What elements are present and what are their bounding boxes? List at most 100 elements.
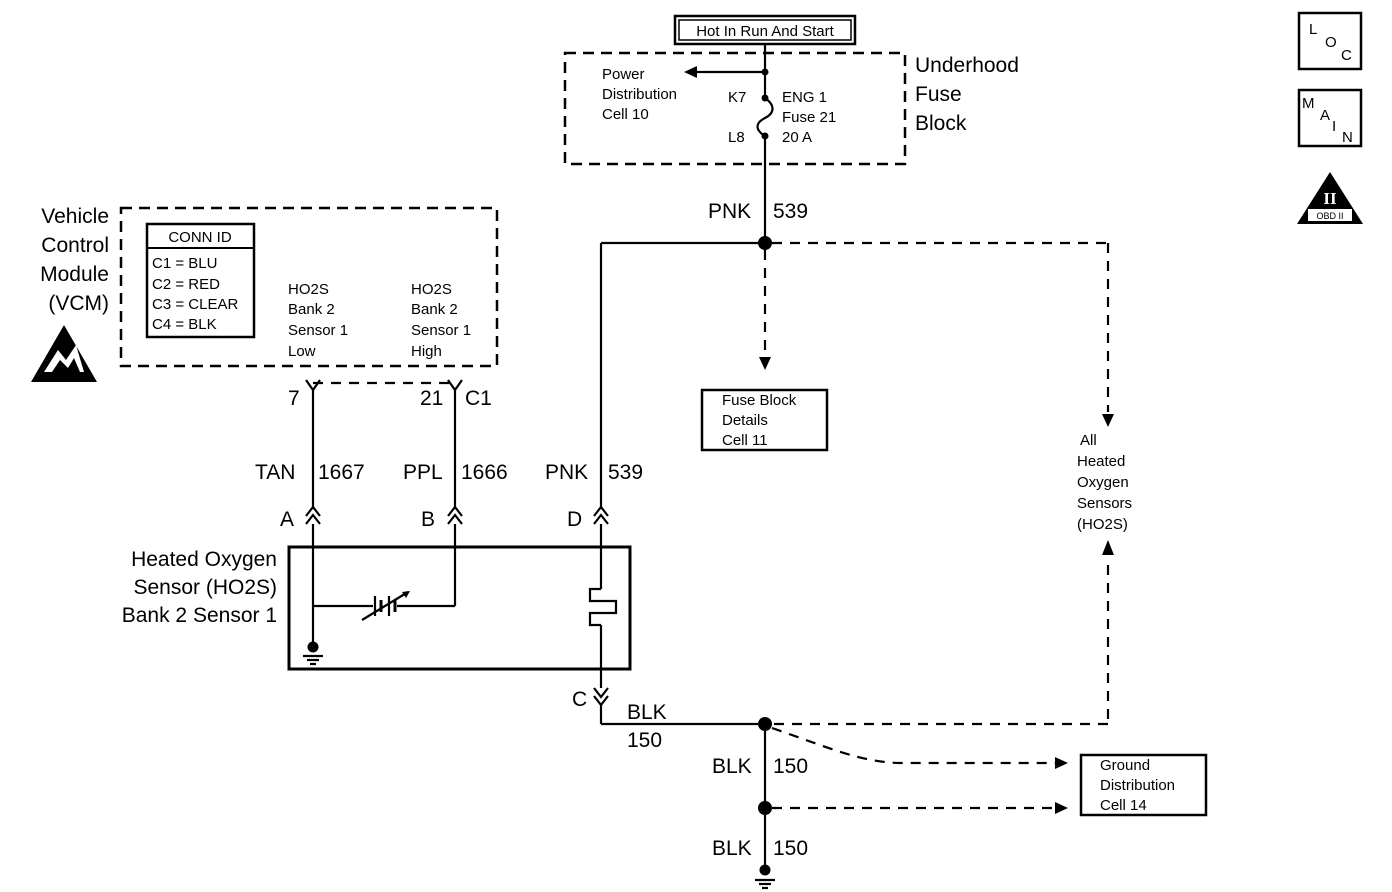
svg-text:A: A — [1320, 107, 1330, 124]
fuse-line-3: 20 A — [782, 129, 812, 146]
fuse-block-title-3: Block — [915, 112, 967, 135]
sensor-title-3: Bank 2 Sensor 1 — [122, 604, 277, 627]
sensor-pin-c: C — [572, 688, 587, 711]
feed-wire — [756, 44, 774, 243]
conn-id-row-3: C3 = CLEAR — [152, 296, 238, 313]
fuse-line-2: Fuse 21 — [782, 109, 836, 126]
fuse-details-arrow-icon — [759, 357, 771, 370]
power-dist-line-2: Distribution — [602, 86, 677, 103]
conn-id-row-1: C1 = BLU — [152, 255, 217, 272]
fuse-line-1: ENG 1 — [782, 89, 827, 106]
vcm-high-line-3: Sensor 1 — [411, 322, 471, 339]
heater-element-icon — [588, 587, 618, 627]
sensor-pin-b: B — [421, 508, 435, 531]
vcm-low-line-3: Sensor 1 — [288, 322, 348, 339]
wire-blk-a-color: BLK — [627, 701, 667, 724]
conn-id-header: CONN ID — [168, 229, 232, 246]
svg-text:II: II — [1323, 189, 1337, 208]
all-ho2s-line-3: Oxygen — [1077, 474, 1129, 491]
ho2s-sensor: Heated Oxygen Sensor (HO2S) Bank 2 Senso… — [122, 524, 632, 688]
variable-sensor-element-icon — [361, 591, 410, 621]
vcm-module: Vehicle Control Module (VCM) CONN ID C1 … — [40, 205, 499, 368]
all-ho2s-line-4: Sensors — [1077, 495, 1132, 512]
fuse-symbol-icon — [756, 97, 774, 137]
wire-pnk-mid-circuit: 539 — [608, 461, 643, 484]
sensor-title-1: Heated Oxygen — [131, 548, 277, 571]
wire-tan-color: TAN — [255, 461, 295, 484]
underhood-fuse-block: Underhood Fuse Block Power Distribution … — [563, 51, 1019, 166]
power-dist-line-1: Power — [602, 66, 645, 83]
vcm-connector-c1: 7 21 C1 — [288, 379, 492, 410]
all-ho2s-line-5: (HO2S) — [1077, 516, 1128, 533]
vcm-title-1: Vehicle — [41, 205, 109, 228]
all-ho2s-arrow-up-icon — [1102, 540, 1114, 555]
fuse-block-details-ref: Fuse Block Details Cell 11 — [700, 388, 829, 452]
wire-pnk-mid-color: PNK — [545, 461, 588, 484]
svg-text:OBD II: OBD II — [1316, 211, 1343, 221]
vcm-high-line-1: HO2S — [411, 281, 452, 298]
splice-top — [758, 236, 772, 250]
all-ho2s-arrow-down-icon — [1102, 414, 1114, 427]
wire-pnk-top-circuit: 539 — [773, 200, 808, 223]
svg-text:M: M — [1302, 95, 1315, 112]
fuse-details-line-2: Details — [722, 412, 768, 429]
loc-icon[interactable]: L O C — [1297, 11, 1363, 71]
vcm-high-line-2: Bank 2 — [411, 301, 458, 318]
fuse-block-title-2: Fuse — [915, 83, 962, 106]
vcm-connector-label: C1 — [465, 387, 492, 410]
fuse-pin-l8: L8 — [728, 129, 745, 146]
vcm-title-3: Module — [40, 263, 109, 286]
wire-ppl-color: PPL — [403, 461, 443, 484]
fuse-details-line-1: Fuse Block — [722, 392, 797, 409]
conn-id-row-4: C4 = BLK — [152, 316, 217, 333]
vcm-pin-7: 7 — [288, 387, 300, 410]
vcm-high-line-4: High — [411, 343, 442, 360]
wire-blk-a-circuit: 150 — [627, 729, 662, 752]
power-dist-arrow-icon — [684, 66, 697, 78]
vcm-low-line-2: Bank 2 — [288, 301, 335, 318]
all-ho2s-line-2: Heated — [1077, 453, 1125, 470]
fuse-details-line-3: Cell 11 — [722, 432, 768, 449]
vcm-low-line-1: HO2S — [288, 281, 329, 298]
power-dist-line-3: Cell 10 — [602, 106, 649, 123]
vcm-title-4: (VCM) — [48, 292, 109, 315]
sensor-ground-icon — [303, 654, 323, 666]
power-source-box: Hot In Run And Start — [673, 14, 857, 46]
conn-id-row-2: C2 = RED — [152, 276, 220, 293]
wire-pnk-top-color: PNK — [708, 200, 751, 223]
sensor-pin-a: A — [280, 508, 294, 531]
ground-distribution-ref: Ground Distribution Cell 14 — [1079, 753, 1208, 817]
sensor-pin-d: D — [567, 508, 582, 531]
all-ho2s-ref: All Heated Oxygen Sensors (HO2S) — [772, 432, 1132, 726]
vcm-pin-21: 21 — [420, 387, 443, 410]
svg-text:O: O — [1325, 34, 1337, 51]
obd-ii-icon[interactable]: II OBD II — [1297, 172, 1363, 224]
svg-text:I: I — [1332, 118, 1336, 135]
main-icon[interactable]: M A I N — [1297, 88, 1363, 148]
wire-blk-c-color: BLK — [712, 837, 752, 860]
ground-dist-line-2: Distribution — [1100, 777, 1175, 794]
sensor-title-2: Sensor (HO2S) — [133, 576, 277, 599]
wire-blk-c-circuit: 150 — [773, 837, 808, 860]
wire-tan-circuit: 1667 — [318, 461, 365, 484]
fuse-block-title-1: Underhood — [915, 54, 1019, 77]
wire-blk-b-color: BLK — [712, 755, 752, 778]
splice-ground-upper — [758, 717, 772, 731]
wire-ppl-circuit: 1666 — [461, 461, 508, 484]
wire-blk-b-circuit: 150 — [773, 755, 808, 778]
svg-text:L: L — [1309, 21, 1317, 38]
ground-dist-line-1: Ground — [1100, 757, 1150, 774]
all-ho2s-line-1: All — [1080, 432, 1097, 449]
esd-warning-icon — [31, 325, 97, 382]
fuse-pin-k7: K7 — [728, 89, 746, 106]
ground-dist-arrow-lower-icon — [1055, 802, 1068, 814]
svg-text:C: C — [1341, 47, 1352, 64]
power-source-label: Hot In Run And Start — [696, 23, 834, 40]
svg-text:N: N — [1342, 129, 1353, 146]
chassis-ground-icon — [755, 878, 775, 890]
splice-ground-lower — [758, 801, 772, 815]
ground-dist-line-3: Cell 14 — [1100, 797, 1147, 814]
vcm-low-line-4: Low — [288, 343, 316, 360]
vcm-title-2: Control — [41, 234, 109, 257]
